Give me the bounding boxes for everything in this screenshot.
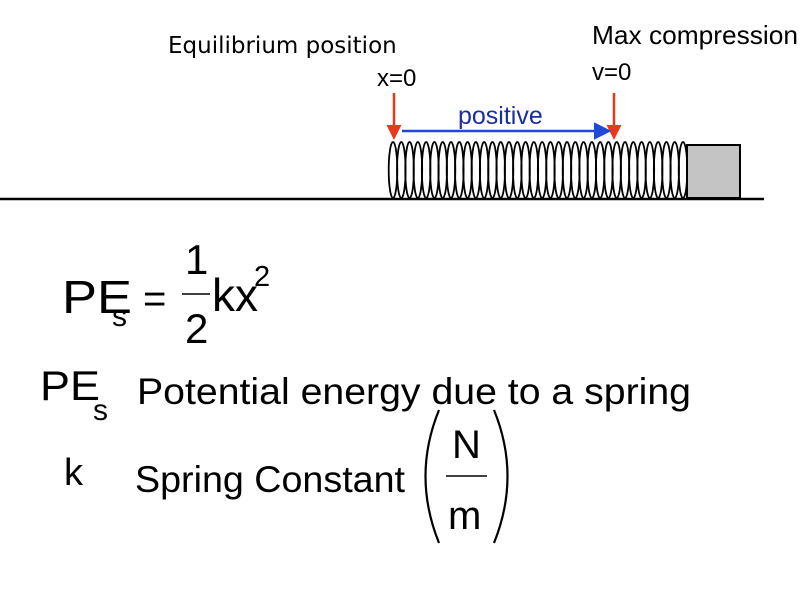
positive-direction-label: positive [458, 102, 543, 130]
spring-coil [429, 141, 440, 199]
max-compression-v-value: v=0 [592, 59, 631, 86]
spring-coil [495, 141, 506, 199]
spring-coil [661, 141, 672, 199]
equilibrium-x-value: x=0 [377, 65, 416, 92]
spring-coil [611, 141, 622, 199]
spring-coil [619, 141, 631, 199]
formula-pe: PE [62, 271, 132, 323]
spring-coil [603, 141, 614, 199]
definition-k-symbol: k [64, 452, 84, 494]
spring-coil [561, 141, 573, 199]
formula-equals: = [143, 277, 166, 321]
spring-coil [536, 141, 548, 199]
spring-coil [487, 141, 498, 199]
max-compression-label: Max compression [592, 20, 798, 50]
formula-fraction-denominator: 2 [185, 305, 208, 352]
spring-coil [445, 141, 457, 199]
spring-coil [412, 141, 424, 199]
spring-coil [462, 141, 473, 199]
spring-coil [628, 141, 639, 199]
spring-coil [404, 141, 415, 199]
spring-coil [553, 141, 564, 199]
definition-pe-text: Potential energy due to a spring [137, 371, 691, 412]
unit-denominator: m [448, 494, 481, 538]
formula-kx: kx [212, 269, 258, 321]
spring-coil [644, 141, 656, 199]
unit-right-paren [492, 409, 509, 544]
definition-pe-subscript: s [93, 394, 108, 427]
spring-energy-formula: PE s = 1 2 kx 2 [62, 236, 270, 352]
spring-coil [437, 141, 448, 199]
equilibrium-position-label: Equilibrium position [168, 33, 397, 59]
definition-spring-constant: k Spring Constant N m [64, 409, 509, 544]
spring-coil [652, 141, 664, 199]
spring-coil [503, 141, 515, 199]
formula-exponent: 2 [254, 261, 270, 293]
mass-block [686, 144, 741, 199]
spring-coil [396, 141, 407, 199]
spring-coil [669, 141, 680, 199]
spring-coil [470, 141, 482, 199]
formula-pe-subscript: s [112, 300, 127, 333]
spring-coil [578, 141, 589, 199]
spring-coil [636, 141, 647, 199]
spring-coil [512, 141, 523, 199]
spring-coil [594, 141, 606, 199]
spring-coil [387, 141, 399, 199]
definition-pe-symbol: PE [40, 362, 100, 409]
definition-potential-energy: PE s Potential energy due to a spring [40, 362, 691, 427]
spring-coil [478, 141, 490, 199]
spring-coil [545, 141, 556, 199]
spring-coil [454, 141, 465, 199]
spring-coil [520, 141, 531, 199]
spring-coils [387, 141, 689, 199]
spring-coil [586, 141, 598, 199]
unit-left-paren [424, 409, 441, 544]
spring-coil [570, 141, 581, 199]
formula-fraction-numerator: 1 [185, 236, 208, 283]
spring-coil [528, 141, 540, 199]
spring-coil [420, 141, 432, 199]
definition-k-text: Spring Constant [135, 459, 406, 500]
unit-numerator: N [452, 423, 481, 467]
